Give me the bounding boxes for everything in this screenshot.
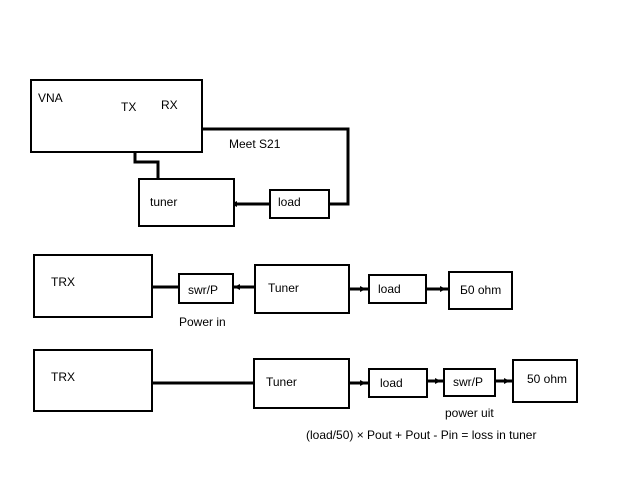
load-box-3 <box>368 368 428 398</box>
power-in-label: Power in <box>179 315 226 329</box>
tuner-box-1 <box>138 178 235 227</box>
dummy-load-box-2 <box>512 359 578 403</box>
arrow-tip-swr-2 <box>435 378 441 384</box>
loss-formula: (load/50) × Pout + Pout - Pin = loss in … <box>306 428 537 442</box>
tuner-box-2 <box>254 264 350 314</box>
trx-box-2 <box>33 349 153 412</box>
swr-label-2: swr/P <box>453 375 483 389</box>
load-box-1 <box>269 189 330 219</box>
arrow-tip-dummy-2 <box>504 378 510 384</box>
vna-label: VNA <box>38 91 63 105</box>
arrow-tip-load-2 <box>360 380 366 386</box>
load-label-1: load <box>278 195 301 209</box>
load-label-3: load <box>380 376 403 390</box>
load-box-2 <box>368 274 427 304</box>
swr-box-2 <box>443 368 496 397</box>
swr-label-1: swr/P <box>188 283 218 297</box>
measure-label: Meet S21 <box>229 137 281 151</box>
dummy-load-label-1: Б0 ohm <box>460 283 502 297</box>
arrow-tip-dummy <box>440 286 446 292</box>
dummy-load-label-2: 50 ohm <box>527 372 568 386</box>
trx-label-2: TRX <box>51 370 75 384</box>
dummy-load-box-1 <box>448 271 513 310</box>
tuner-label-2: Tuner <box>268 281 299 295</box>
trx-label-1: TRX <box>51 275 75 289</box>
arrow-tip-load <box>360 286 366 292</box>
power-out-label: power uit <box>445 406 494 420</box>
load-label-2: load <box>378 282 401 296</box>
tuner-box-3 <box>253 358 350 409</box>
vna-box <box>30 79 203 153</box>
arrow-tip-swr <box>234 284 240 290</box>
rx-label: RX <box>161 98 178 112</box>
tuner-label-1: tuner <box>150 195 178 209</box>
tx-label: TX <box>121 100 137 114</box>
trx-box-1 <box>33 254 153 318</box>
tuner-label-3: Tuner <box>266 375 297 389</box>
swr-box-1 <box>178 273 234 304</box>
